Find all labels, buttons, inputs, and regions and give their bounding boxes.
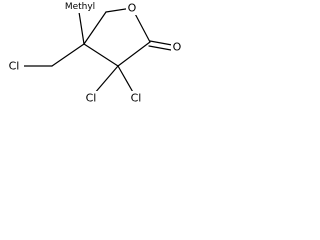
- bond-c2-o-double-a: [149, 40, 173, 46]
- geminal-chlorine-2-label: Cl: [131, 92, 142, 105]
- carbonyl-oxygen-label: O: [173, 41, 182, 54]
- geminal-chlorine-2-mask: [125, 91, 146, 105]
- bond-c2-c3: [117, 41, 151, 67]
- chloromethyl-chlorine-label: Cl: [9, 60, 20, 73]
- ring-oxygen-mask: [126, 1, 138, 15]
- bond-c4-methyl: [78, 11, 85, 45]
- bond-c2-o-double-b: [148, 45, 172, 51]
- geminal-chlorine-1-mask: [81, 91, 102, 105]
- carbonyl-oxygen: O: [171, 40, 183, 54]
- chloromethyl-chlorine: Cl: [3, 59, 24, 73]
- geminal-chlorine-1: Cl: [81, 91, 102, 105]
- bond-c3-cl-right: [117, 65, 135, 95]
- geminal-chlorine-2: Cl: [125, 91, 146, 105]
- bond-c4-c5: [83, 11, 107, 45]
- chloromethyl-chlorine-mask: [3, 59, 24, 73]
- geminal-chlorine-1-label: Cl: [86, 92, 97, 105]
- bonds: [23, 7, 173, 95]
- methyl-label-mask: [61, 2, 98, 13]
- carbonyl-oxygen-mask: [171, 40, 183, 54]
- atom-labels: O O Cl Cl Cl Methyl: [3, 1, 183, 105]
- ring-oxygen: O: [126, 1, 138, 15]
- methyl-group: Methyl: [61, 2, 98, 13]
- chemical-structure: O O Cl Cl Cl Methyl: [3, 1, 183, 105]
- ring-oxygen-label: O: [128, 2, 137, 15]
- methyl-label: Methyl: [65, 2, 95, 12]
- bond-c3-cl-left: [93, 65, 119, 95]
- bond-c3-c4: [83, 43, 119, 67]
- bond-c4-ch2: [51, 43, 85, 67]
